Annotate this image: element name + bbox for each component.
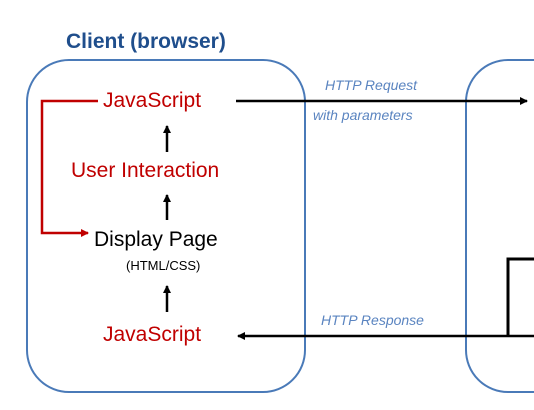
node-user-interaction: User Interaction (71, 159, 220, 182)
server-connector-line (506, 257, 534, 336)
client-title: Client (browser) (66, 30, 226, 53)
node-display-page: Display Page (94, 228, 218, 251)
edge-label-request-params: with parameters (313, 107, 413, 123)
loop-arrow-icon (40, 99, 98, 237)
server-box (465, 59, 534, 393)
node-display-page-sub: (HTML/CSS) (126, 258, 201, 273)
client-box (26, 59, 306, 393)
node-javascript-bottom: JavaScript (103, 323, 202, 346)
edge-label-response: HTTP Response (321, 312, 424, 328)
edge-label-request: HTTP Request (325, 77, 418, 93)
node-javascript-top: JavaScript (103, 89, 202, 112)
